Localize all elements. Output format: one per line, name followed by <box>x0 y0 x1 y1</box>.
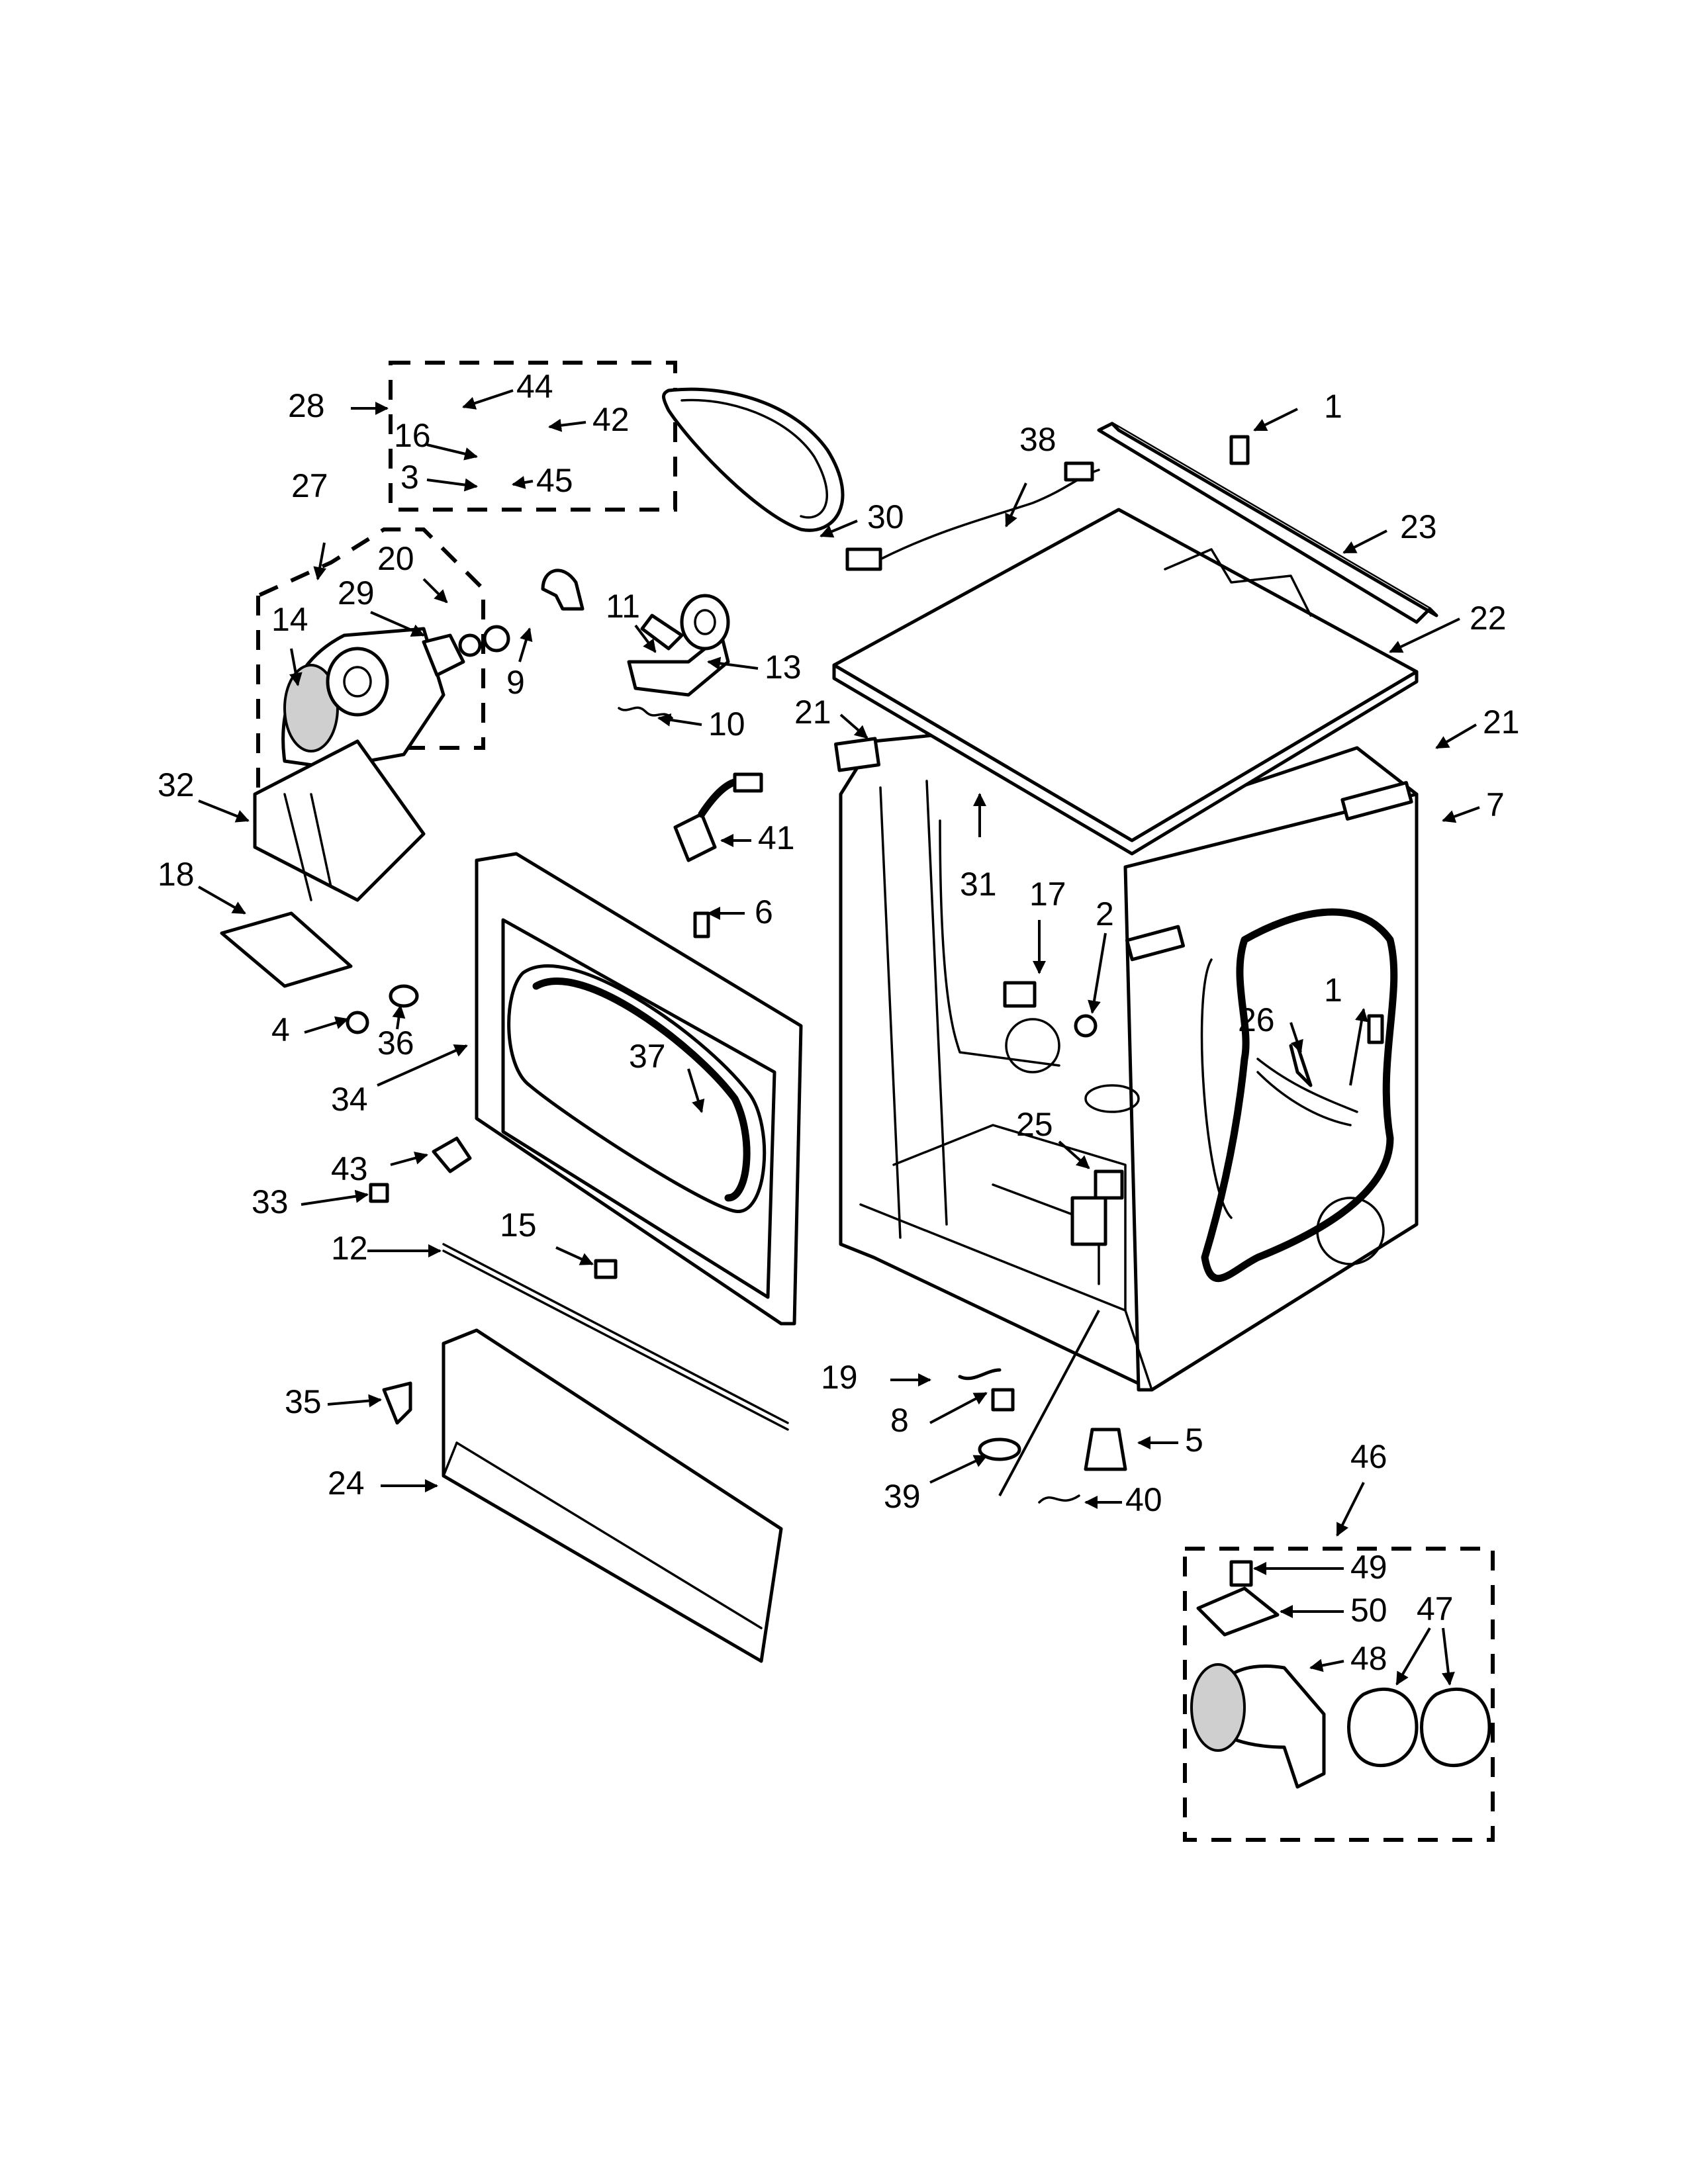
callout-22: 22 <box>1470 600 1507 637</box>
wire-harness-38 <box>845 461 1100 571</box>
callout-26: 26 <box>1238 1001 1275 1038</box>
group-box-28 <box>389 361 677 512</box>
callout-16: 16 <box>394 417 431 454</box>
callout-21-right: 21 <box>1483 704 1520 741</box>
motor <box>281 569 585 770</box>
callout-7: 7 <box>1486 786 1505 823</box>
callout-45: 45 <box>536 462 573 499</box>
callout-2: 2 <box>1096 895 1114 933</box>
callout-18: 18 <box>158 856 195 893</box>
exhaust-kit <box>1190 1560 1491 1789</box>
callout-29: 29 <box>338 574 375 612</box>
callout-4: 4 <box>271 1011 290 1048</box>
callout-50: 50 <box>1350 1592 1387 1629</box>
callout-6: 6 <box>755 893 773 931</box>
callout-23: 23 <box>1400 508 1437 545</box>
hardware <box>346 435 1384 1504</box>
callout-27: 27 <box>291 467 328 504</box>
top-panel <box>832 508 1419 856</box>
callout-40: 40 <box>1125 1481 1162 1518</box>
idler-assembly <box>618 594 730 719</box>
front-panel <box>475 852 803 1326</box>
callout-1-top: 1 <box>1324 388 1342 425</box>
toe-panel <box>442 1328 783 1663</box>
callout-28: 28 <box>288 387 325 424</box>
callout-labels: 1 1 2 3 4 5 6 7 8 9 10 11 12 13 14 15 16… <box>158 368 1520 1677</box>
callout-37: 37 <box>629 1038 666 1075</box>
group-box-46 <box>1183 1547 1495 1842</box>
callout-21-left: 21 <box>794 694 831 731</box>
leader-lines <box>198 389 1480 1686</box>
wire-harness <box>1201 908 1398 1283</box>
callout-39: 39 <box>884 1478 921 1515</box>
callout-13: 13 <box>765 649 802 686</box>
callout-8: 8 <box>890 1402 909 1439</box>
callout-41: 41 <box>758 819 795 856</box>
callout-20: 20 <box>377 540 414 577</box>
callout-35: 35 <box>285 1383 322 1420</box>
callout-31: 31 <box>960 866 997 903</box>
callout-11: 11 <box>606 588 640 625</box>
callout-9: 9 <box>506 664 525 701</box>
callout-5: 5 <box>1185 1422 1203 1459</box>
callout-32: 32 <box>158 766 195 803</box>
callout-3: 3 <box>400 459 419 496</box>
callout-36: 36 <box>377 1024 414 1062</box>
callout-42: 42 <box>592 401 630 438</box>
callout-24: 24 <box>328 1465 365 1502</box>
door-latch <box>673 772 763 862</box>
callout-43: 43 <box>331 1150 368 1187</box>
callout-14: 14 <box>271 601 308 638</box>
callout-15: 15 <box>500 1206 537 1244</box>
callout-46: 46 <box>1350 1438 1387 1475</box>
callout-38: 38 <box>1019 421 1056 458</box>
rod <box>442 1243 789 1431</box>
callout-1-right: 1 <box>1324 972 1342 1009</box>
top-bracket <box>1097 422 1438 624</box>
drive-belt <box>662 387 845 532</box>
callout-34: 34 <box>331 1081 368 1118</box>
callout-12: 12 <box>331 1230 368 1267</box>
callout-48: 48 <box>1350 1640 1387 1677</box>
callout-33: 33 <box>252 1183 289 1220</box>
callout-44: 44 <box>516 368 553 405</box>
callout-17: 17 <box>1029 876 1066 913</box>
cabinet <box>834 733 1419 1392</box>
callout-30: 30 <box>867 498 904 535</box>
motor-mount <box>220 739 426 988</box>
callout-47: 47 <box>1417 1590 1454 1627</box>
callout-10: 10 <box>708 705 745 743</box>
callout-19: 19 <box>821 1359 858 1396</box>
callout-25: 25 <box>1016 1106 1053 1143</box>
callout-49: 49 <box>1350 1549 1387 1586</box>
